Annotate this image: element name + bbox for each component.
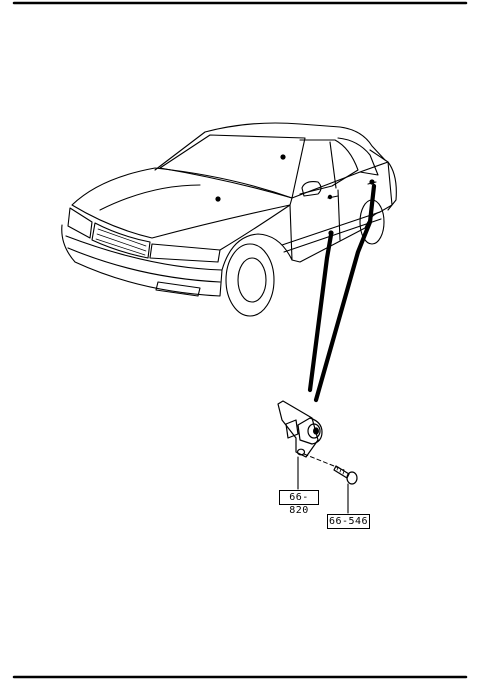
car-hood-crease	[99, 184, 201, 211]
screw-part	[333, 465, 358, 485]
car-roof	[154, 122, 386, 171]
car-front-bumper	[61, 224, 223, 297]
car-grille-lines	[95, 228, 147, 256]
leader-lines	[307, 183, 377, 403]
car-body-side	[291, 161, 393, 263]
mark-front-door	[327, 194, 333, 200]
mark-hood	[215, 196, 221, 202]
part-label-door-switch: 66-820	[279, 490, 319, 516]
car-hood	[71, 167, 293, 239]
car-front-hub	[237, 257, 267, 303]
car-windshield	[159, 134, 306, 199]
switch-plunger	[307, 423, 321, 439]
location-marks	[215, 154, 375, 236]
switch-plunger-tip	[313, 427, 320, 435]
door-switch-part	[277, 400, 323, 458]
car-front-wheel	[225, 243, 275, 317]
car-illustration	[61, 122, 397, 317]
car-headlight-right	[149, 243, 221, 263]
switch-connector	[285, 419, 299, 439]
mark-windshield	[280, 154, 286, 160]
car-bumper-line	[67, 247, 221, 283]
leader-line-front	[307, 232, 334, 393]
switch-screw-hole	[296, 448, 306, 456]
car-front-fender	[219, 204, 293, 271]
car-side-mirror	[301, 181, 322, 197]
switch-body	[297, 417, 323, 445]
car-grille	[91, 222, 151, 259]
car-door-seam	[337, 189, 341, 241]
car-headlight-left	[67, 207, 93, 239]
car-fog-lamp	[155, 281, 201, 297]
car-rear-window	[337, 137, 379, 176]
car-side-window	[299, 139, 359, 195]
part-label-screw: 66-546	[327, 514, 370, 529]
screw-head	[346, 471, 358, 485]
car-b-pillar	[329, 141, 337, 189]
leader-line-rear	[313, 183, 377, 403]
mark-rear-door	[369, 179, 375, 185]
screw-thread	[336, 466, 345, 475]
